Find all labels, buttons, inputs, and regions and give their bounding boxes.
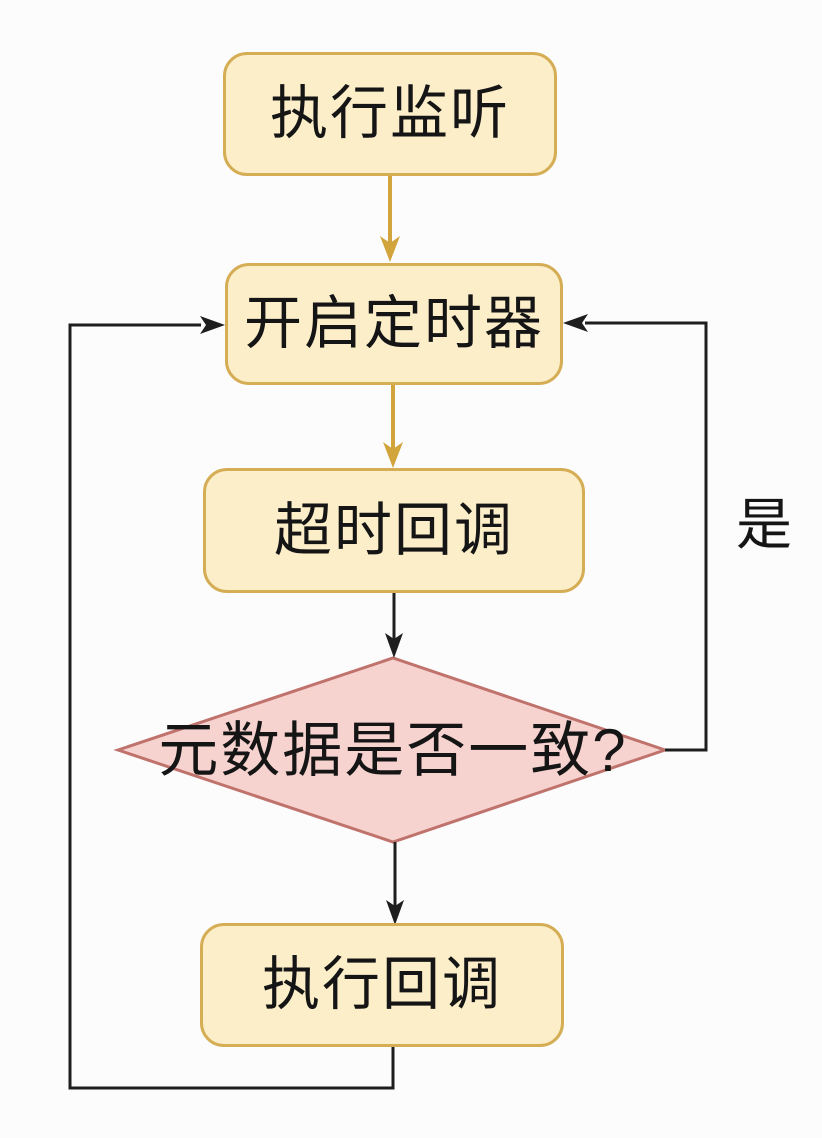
- edge-decision-yes-loop-arrowhead: [563, 314, 588, 332]
- edge-listen-to-timer-arrowhead: [380, 236, 400, 262]
- edge-decision-to-execcb-arrowhead: [386, 900, 404, 925]
- node-execute-callback: 执行回调: [200, 923, 564, 1047]
- node-timeout-callback: 超时回调: [203, 468, 585, 593]
- node-timeout-callback-label: 超时回调: [273, 497, 514, 563]
- edge-label-yes: 是: [736, 493, 792, 556]
- node-metadata-consistent-label: 元数据是否一致?: [158, 717, 628, 784]
- node-start-timer: 开启定时器: [225, 263, 563, 385]
- edge-execcb-loop: [68, 323, 395, 1090]
- node-start-timer-label: 开启定时器: [243, 291, 544, 356]
- node-start-listen: 执行监听: [223, 52, 557, 176]
- edge-execcb-loop-arrowhead: [200, 316, 225, 334]
- edge-timeoutcb-to-decision-arrowhead: [385, 633, 403, 658]
- edge-timer-to-timeoutcb-arrowhead: [383, 442, 403, 468]
- node-start-listen-label: 执行监听: [269, 81, 510, 146]
- node-execute-callback-label: 执行回调: [261, 952, 502, 1017]
- node-metadata-consistent: 元数据是否一致?: [90, 692, 696, 810]
- edge-decision-yes-loop: [585, 321, 708, 752]
